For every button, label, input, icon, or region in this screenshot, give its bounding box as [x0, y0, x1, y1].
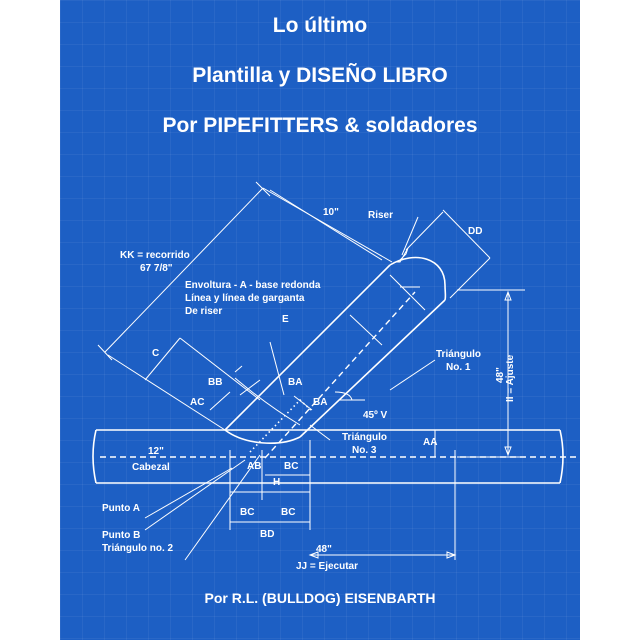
label-48-horizontal: 48" — [316, 544, 332, 555]
label-dd: DD — [468, 226, 482, 237]
label-ac: AC — [190, 397, 204, 408]
label-bb: BB — [208, 377, 222, 388]
ac-bb-dimensions — [209, 365, 261, 411]
label-ba-lower: BA — [313, 397, 327, 408]
kk-dimension — [97, 181, 393, 431]
label-bc-right: BC — [281, 507, 295, 518]
label-e: E — [282, 314, 289, 325]
label-triangulo1-1: Triángulo — [436, 349, 481, 360]
label-cabezal: Cabezal — [132, 462, 170, 473]
ten-inch-dimension — [269, 189, 383, 261]
author-line: Por R.L. (BULLDOG) EISENBARTH — [204, 590, 436, 606]
dd-dimension — [405, 209, 491, 299]
bottom-dimensions — [144, 440, 457, 561]
label-kk-2: 67 7/8" — [140, 263, 173, 274]
label-c: C — [152, 348, 159, 359]
label-triangulo3-2: No. 3 — [352, 445, 377, 456]
label-bc-top: BC — [284, 461, 298, 472]
label-aa: AA — [423, 437, 437, 448]
label-triangulo1-2: No. 1 — [446, 362, 471, 373]
label-triangulo2: Triángulo no. 2 — [102, 543, 174, 554]
label-48-vertical: 48" — [495, 367, 506, 383]
riser-pipe — [224, 256, 447, 459]
label-12: 12" — [148, 446, 164, 457]
aa-dimension — [415, 429, 445, 457]
adjust-dimension — [457, 289, 525, 458]
label-punto-b: Punto B — [102, 530, 140, 541]
book-cover: Lo último Plantilla y DISEÑO LIBRO Por P… — [60, 0, 580, 640]
label-ajuste: II = Ajuste — [505, 354, 516, 402]
c-dimension — [144, 337, 261, 401]
label-envoltura-2: Línea y línea de garganta — [185, 293, 305, 304]
title-line-3: Por PIPEFITTERS & soldadores — [162, 114, 478, 137]
triangle-leaders — [269, 341, 436, 441]
label-punto-a: Punto A — [102, 503, 140, 514]
title-line-2: Plantilla y DISEÑO LIBRO — [192, 64, 448, 87]
label-bc-left: BC — [240, 507, 254, 518]
label-ab: AB — [247, 461, 261, 472]
label-envoltura-3: De riser — [185, 306, 222, 317]
label-h: H — [273, 477, 280, 488]
pipe-fitting-diagram: 10" Riser DD KK = recorrido 67 7/8" Envo… — [92, 181, 580, 572]
label-ba-upper: BA — [288, 377, 302, 388]
label-kk-1: KK = recorrido — [120, 250, 190, 261]
riser-leader — [396, 216, 419, 263]
label-triangulo3-1: Triángulo — [342, 432, 387, 443]
label-riser: Riser — [368, 210, 393, 221]
title-line-1: Lo último — [272, 14, 368, 37]
label-bd: BD — [260, 529, 274, 540]
label-10: 10" — [323, 207, 339, 218]
label-jj: JJ = Ejecutar — [296, 561, 358, 572]
label-angle: 45º V — [363, 410, 388, 421]
angle-arc — [334, 391, 365, 401]
label-envoltura-1: Envoltura - A - base redonda — [185, 280, 321, 291]
